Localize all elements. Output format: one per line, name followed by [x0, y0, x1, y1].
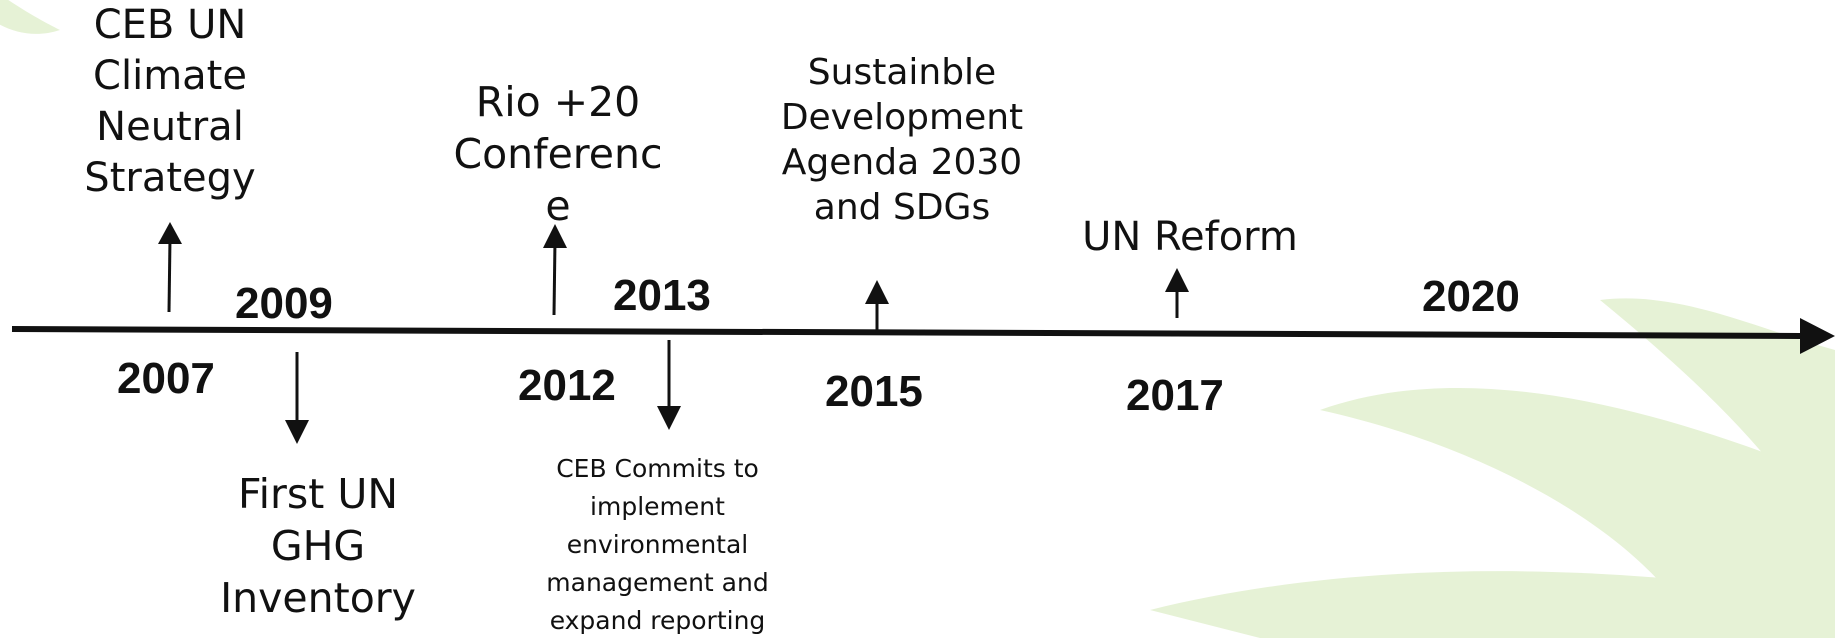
- label-line: Strategy: [84, 155, 256, 201]
- timeline-axis: [11, 326, 1801, 339]
- year-2015: 2015: [825, 367, 923, 416]
- label-line: Inventory: [220, 574, 416, 622]
- arrow-up-2007-head: [158, 222, 182, 244]
- year-2012: 2012: [518, 361, 616, 410]
- label-line: Sustainble: [807, 52, 997, 93]
- label-ceb-climate-neutral-strategy: CEB UN Climate Neutral Strategy: [70, 0, 270, 204]
- label-line: implement: [590, 492, 725, 521]
- label-line: Agenda 2030: [781, 142, 1023, 183]
- label-line: expand reporting: [549, 606, 766, 635]
- arrow-up-2015-head: [865, 280, 889, 304]
- label-line: Neutral: [96, 104, 244, 150]
- arrow-down-2009-head: [285, 420, 309, 444]
- year-2007: 2007: [117, 354, 215, 403]
- label-line: Development: [780, 97, 1024, 138]
- label-line: Conferenc: [453, 130, 663, 178]
- label-rio-20-conference: Rio +20 Conferenc e: [440, 76, 676, 232]
- year-2013: 2013: [613, 271, 711, 320]
- arrow-up-2012: [552, 239, 557, 316]
- arrow-up-2017-head: [1165, 268, 1189, 292]
- label-sustainable-development-agenda: Sustainble Development Agenda 2030 and S…: [762, 50, 1042, 230]
- arrow-down-2013-head: [657, 406, 681, 430]
- label-line: e: [545, 182, 571, 230]
- label-line: environmental: [566, 530, 749, 559]
- label-line: management and: [546, 568, 769, 597]
- label-line: UN Reform: [1082, 214, 1298, 260]
- label-line: and SDGs: [813, 187, 991, 228]
- label-line: Climate: [93, 53, 247, 99]
- arrow-up-2012-head: [543, 224, 567, 248]
- label-line: Rio +20: [475, 78, 641, 126]
- label-line: CEB Commits to: [556, 454, 759, 483]
- label-line: CEB UN: [93, 2, 247, 48]
- year-2009: 2009: [235, 279, 333, 328]
- label-first-un-ghg-inventory: First UN GHG Inventory: [208, 468, 428, 624]
- label-ceb-commits: CEB Commits to implement environmental m…: [520, 450, 795, 640]
- arrow-up-2007: [167, 237, 172, 313]
- year-2020: 2020: [1422, 272, 1520, 321]
- label-un-reform: UN Reform: [1070, 212, 1310, 263]
- year-2017: 2017: [1126, 371, 1224, 420]
- label-line: GHG: [270, 522, 366, 570]
- timeline-arrowhead: [1800, 318, 1835, 354]
- label-line: First UN: [238, 470, 398, 518]
